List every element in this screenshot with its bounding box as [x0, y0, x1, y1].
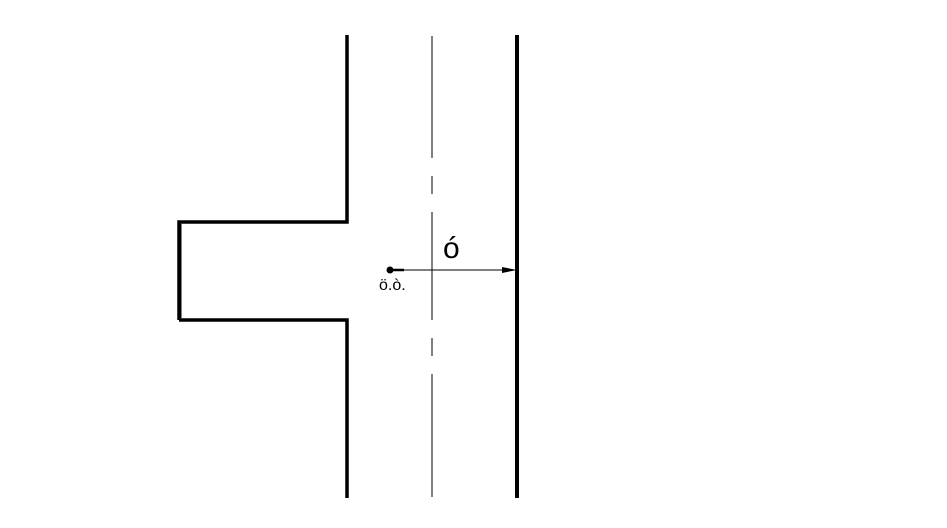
point-label: ö.ò. [379, 277, 406, 294]
distance-label: ó [443, 232, 460, 265]
left-road-edge-upper [177, 35, 349, 320]
left-road-edge-lower [179, 318, 349, 498]
dimension-arrowhead-icon [502, 267, 517, 273]
